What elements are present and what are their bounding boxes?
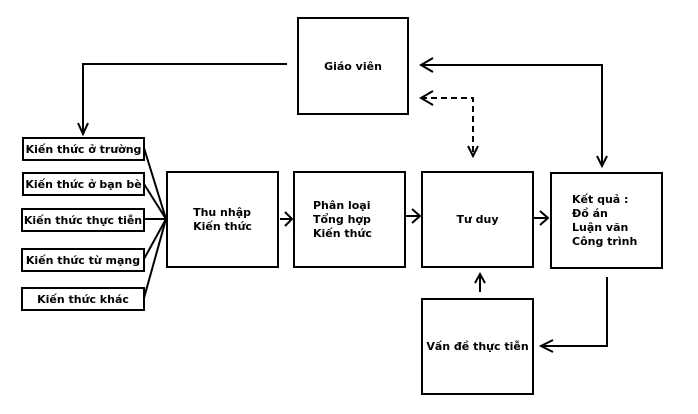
source-label: Kiến thức khác: [37, 292, 129, 306]
source-label: Kiến thức ở bạn bè: [25, 177, 142, 191]
teacher-box: Giáo viên: [297, 17, 409, 115]
classify-label: Phân loại Tổng hợp Kiến thức: [313, 198, 372, 240]
source-box: Kiến thức khác: [21, 287, 145, 311]
result-label: Kết quả : Đồ án Luận văn Công trình: [572, 192, 638, 248]
collect-box: Thu nhập Kiến thức: [166, 171, 279, 268]
problem-to-thinking-arrow: [474, 271, 486, 292]
thinking-to-result-arrow: [534, 210, 550, 226]
source-box: Kiến thức ở bạn bè: [22, 172, 145, 196]
source-box: Kiến thức thực tiễn: [21, 208, 145, 232]
source-label: Kiến thức từ mạng: [25, 253, 141, 267]
teacher-label: Giáo viên: [324, 59, 382, 73]
teacher-to-sources-arrow: [77, 63, 287, 137]
source-box: Kiến thức ở trường: [22, 137, 145, 161]
result-box: Kết quả : Đồ án Luận văn Công trình: [550, 172, 663, 269]
source-label: Kiến thức thực tiễn: [23, 213, 143, 227]
collect-to-classify-arrow: [280, 211, 294, 227]
thinking-label: Tư duy: [456, 213, 499, 226]
source-label: Kiến thức ở trường: [25, 142, 142, 156]
problem-box: Vấn đề thực tiễn: [421, 298, 534, 395]
result-to-problem-arrow: [538, 277, 608, 353]
classify-to-thinking-arrow: [406, 208, 422, 224]
source-box: Kiến thức từ mạng: [21, 248, 145, 272]
result-teacher-arrow: [419, 57, 608, 169]
problem-label: Vấn đề thực tiễn: [426, 340, 529, 353]
collect-label: Thu nhập Kiến thức: [193, 205, 252, 233]
teacher-thinking-dashed-arrow: [419, 90, 479, 159]
thinking-box: Tư duy: [421, 171, 534, 268]
sources-to-collect-lines: [143, 147, 167, 299]
classify-box: Phân loại Tổng hợp Kiến thức: [293, 171, 406, 268]
